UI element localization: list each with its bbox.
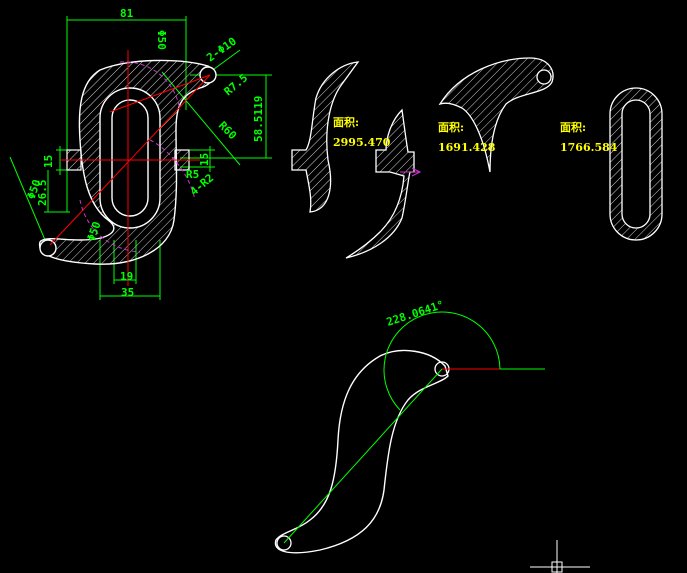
split-piece-s-halves (291, 61, 422, 259)
svg-text:面积:: 面积: (560, 120, 586, 134)
area-label-1: 面积: 2995.470 (333, 115, 391, 149)
split-piece-slot-ring (609, 87, 663, 241)
dim-holes-2x-d10: 2-Φ10 (204, 35, 239, 65)
svg-text:面积:: 面积: (333, 115, 359, 129)
dim-diameter-50-left: Φ50 (25, 178, 44, 201)
dim-height-15-left: 15 (42, 155, 55, 168)
svg-text:2995.470: 2995.470 (333, 136, 391, 149)
dim-diameter-50-bottom: Φ50 (85, 220, 104, 243)
dim-distance-58: 58.5119 (252, 96, 265, 142)
hole-bottom-left (39, 239, 57, 257)
construction-arcs (79, 61, 196, 253)
dim-width-35: 35 (121, 286, 134, 299)
dim-height-15-right: 15 (198, 153, 211, 166)
hole-top-right (199, 66, 217, 84)
area-label-2: 面积: 1691.428 (438, 120, 496, 154)
crosshair-cursor-icon (530, 540, 590, 573)
dim-radius-5: R5 (186, 168, 199, 181)
centerlines (49, 50, 211, 286)
area-label-3: 面积: 1766.584 (560, 120, 618, 154)
angle-dimension-text: 228.0641° (385, 298, 446, 329)
svg-text:1691.428: 1691.428 (438, 141, 496, 154)
dim-width-81: 81 (120, 7, 134, 20)
split-piece-hook (438, 57, 554, 173)
main-part-view: 81 Φ50 2-Φ10 R7.5 R60 58.5119 15 15 26.5… (9, 7, 272, 300)
outline-with-angle-view: 228.0641° (274, 298, 545, 554)
svg-text:面积:: 面积: (438, 120, 464, 134)
dim-width-19: 19 (120, 270, 133, 283)
inner-slot-inner (111, 99, 149, 217)
dim-height-26-5: 26.5 (36, 180, 49, 207)
dim-diameter-50-top: Φ50 (155, 30, 168, 50)
dim-radius-60: R60 (216, 119, 239, 142)
svg-text:1766.584: 1766.584 (560, 141, 618, 154)
